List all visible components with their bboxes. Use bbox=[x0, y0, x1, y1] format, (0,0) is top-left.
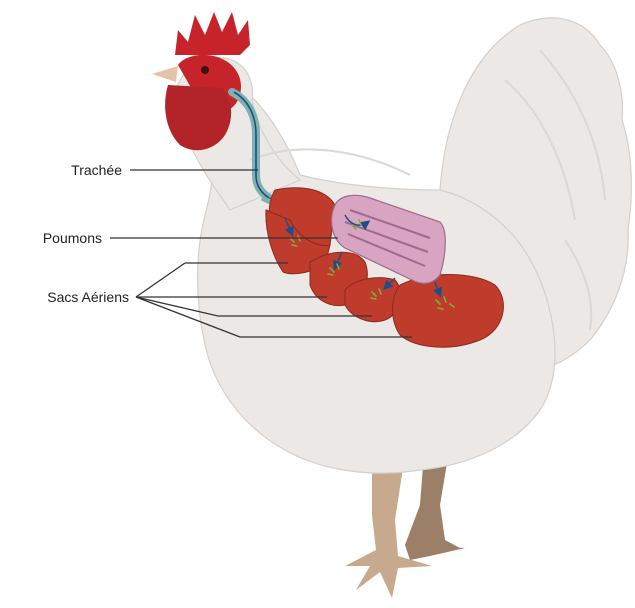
leader-air-sac-1 bbox=[136, 263, 185, 297]
label-air-sacs: Sacs Aériens bbox=[47, 289, 129, 305]
air-sac-abdominal bbox=[393, 274, 504, 347]
eye bbox=[201, 66, 209, 74]
beak bbox=[152, 66, 178, 82]
label-trachea: Trachée bbox=[71, 162, 122, 178]
label-lungs: Poumons bbox=[43, 230, 102, 246]
comb bbox=[175, 12, 250, 55]
labels: Trachée Poumons Sacs Aériens bbox=[43, 162, 129, 305]
air-sac-posterior-thoracic bbox=[345, 278, 400, 322]
